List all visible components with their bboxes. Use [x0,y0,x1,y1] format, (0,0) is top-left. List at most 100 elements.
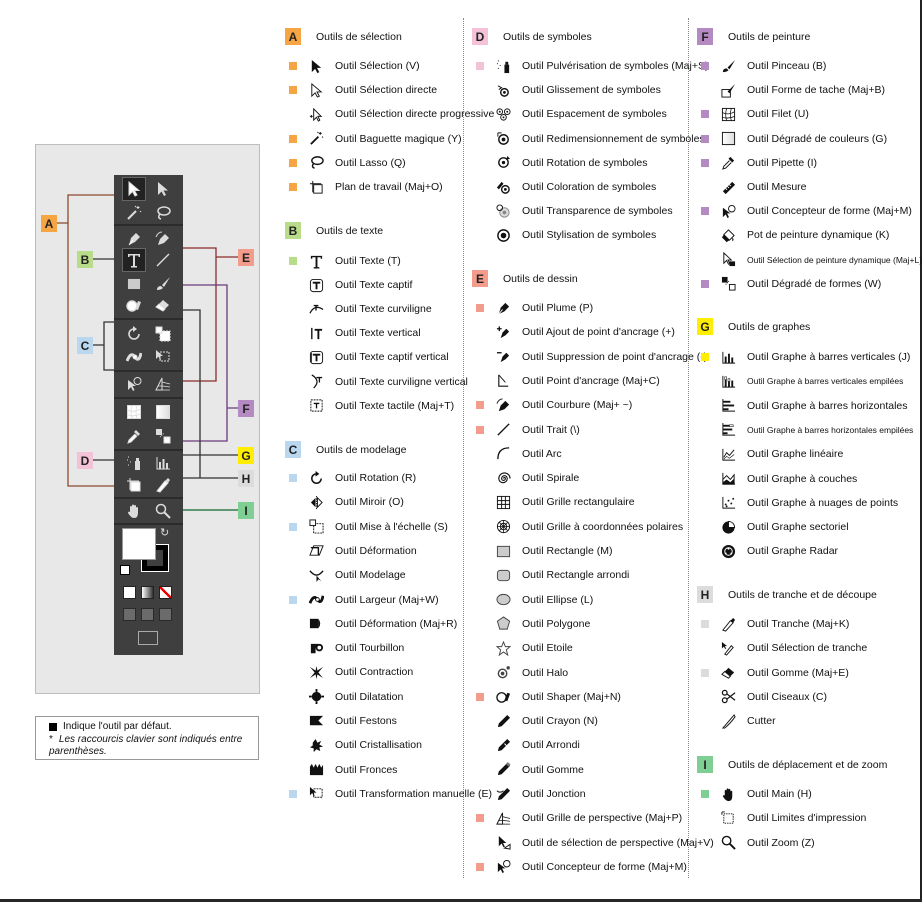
symbol-shifter-icon [494,81,512,99]
legend-default-text: Indique l'outil par défaut. [63,721,172,732]
tool-item: Outil Dégradé de couleurs (G) [701,130,887,148]
selection-tool-button[interactable] [152,178,174,200]
tool-item: Outil Texte vertical [289,324,421,342]
tool-item: Outil Tourbillon [289,639,404,657]
default-marker [289,62,297,70]
default-marker [701,499,709,507]
blend-tool-button[interactable] [152,425,174,447]
draw-inside-button[interactable] [159,608,172,621]
draw-normal-button[interactable] [123,608,136,621]
tool-item: Outil Redimensionnement de symboles [476,130,705,148]
rotate-icon [307,469,325,487]
tool-label: Outil Tranche (Maj+K) [747,618,850,630]
ellipse-icon [494,591,512,609]
free-transform-tool-button[interactable] [152,346,174,368]
tool-label: Outil Redimensionnement de symboles [522,132,705,145]
tool-item: Outil Graphe sectoriel [701,518,849,536]
default-marker [476,425,484,434]
flare-icon [494,664,512,682]
tools-panel: ↻ [114,175,183,655]
scale-tool-button[interactable] [152,323,174,345]
curvature-tool-button[interactable] [152,228,174,250]
default-marker [701,620,709,628]
tool-item: Outil Sélection (V) [289,57,420,75]
tool-label: Outil Déformation [335,544,417,557]
tool-item: Outil Sélection de peinture dynamique (M… [701,251,922,269]
mesh-tool-button[interactable] [123,401,145,423]
type-tool-button[interactable] [122,248,146,272]
default-marker [476,790,484,798]
tool-item: Outil Ajout de point d'ancrage (+) [476,323,675,341]
tool-item: Outil Stylisation de symboles [476,226,656,244]
direct-selection-tool-button[interactable] [122,177,146,201]
lasso-tool-button[interactable] [152,202,174,224]
tool-item: Outil Crayon (N) [476,712,598,730]
width-tool-button[interactable] [123,346,145,368]
tool-label: Outil Contraction [335,666,414,679]
tool-item: Outil Halo [476,664,568,682]
lasso-icon [307,154,325,172]
tool-label: Outil Transformation manuelle (E) [335,787,492,800]
pucker-icon [307,663,325,681]
default-colors-icon[interactable] [120,565,130,575]
rectangle-tool-button[interactable] [123,273,145,295]
tool-item: Outil Modelage [289,566,406,584]
slice-icon [719,615,737,633]
default-marker [476,86,484,94]
fill-swatch[interactable] [122,528,156,560]
tool-item: Outil Texte curviligne vertical [289,373,468,391]
perspective-grid-tool-button[interactable] [152,373,174,395]
line-tool-button[interactable] [152,249,174,271]
section-badge: C [285,441,301,458]
tool-item: Outil Courbure (Maj+ ~) [476,396,632,414]
toolbar-divider [114,318,183,320]
live-paint-bucket-icon [719,226,737,244]
tool-item: Outil Texte (T) [289,252,401,270]
swap-arrow-icon[interactable]: ↻ [160,527,170,539]
reshape-icon [307,566,325,584]
pen-tool-button[interactable] [123,228,145,250]
add-anchor-icon [494,323,512,341]
artboard-tool-button[interactable] [123,474,145,496]
smooth-icon [494,736,512,754]
area-graph-icon [719,470,737,488]
tool-label: Outil Graphe Radar [747,545,839,558]
default-marker [476,862,484,871]
symbol-sprayer-tool-button[interactable] [123,452,145,474]
tool-label: Outil Arc [522,447,562,460]
eyedropper-tool-button[interactable] [123,425,145,447]
join-icon [494,785,512,803]
tool-label: Outil Sélection directe progressive [335,108,495,121]
tool-label: Outil Etoile [522,642,573,655]
fill-stroke-widget[interactable]: ↻ [120,527,176,577]
zoom-tool-button[interactable] [152,500,174,522]
delete-anchor-icon [494,348,512,366]
perspective-selection-icon [494,834,512,852]
legend-asterisk: * [49,734,53,745]
draw-behind-button[interactable] [141,608,154,621]
hand-tool-button[interactable] [123,500,145,522]
tool-label: Outil Texte tactile (Maj+T) [335,399,455,412]
shape-builder-tool-button[interactable] [123,373,145,395]
screen-mode-button[interactable] [138,631,158,645]
magic-wand-tool-button[interactable] [123,202,145,224]
eraser-tool-button[interactable] [152,294,174,316]
tool-item: Outil Rotation de symboles [476,154,647,172]
slice-tool-button[interactable] [152,474,174,496]
none-mode-button[interactable] [159,586,172,599]
tool-item: Outil Mesure [701,178,807,196]
gradient-tool-button[interactable] [152,401,174,423]
tool-item: Cutter [701,712,776,730]
shaper-tool-button[interactable] [123,294,145,316]
color-mode-button[interactable] [123,586,136,599]
gradient-mode-button[interactable] [141,586,154,599]
zoom-icon [719,834,737,852]
symbol-stainer-icon [494,178,512,196]
paintbrush-tool-button[interactable] [152,273,174,295]
column-graph-tool-button[interactable] [152,452,174,474]
rotate-tool-button[interactable] [123,323,145,345]
tool-item: Outil Texte tactile (Maj+T) [289,397,454,415]
shape-builder-icon [719,202,737,220]
shape-builder-icon [494,858,512,876]
toolbar-badge-f: F [238,400,254,417]
